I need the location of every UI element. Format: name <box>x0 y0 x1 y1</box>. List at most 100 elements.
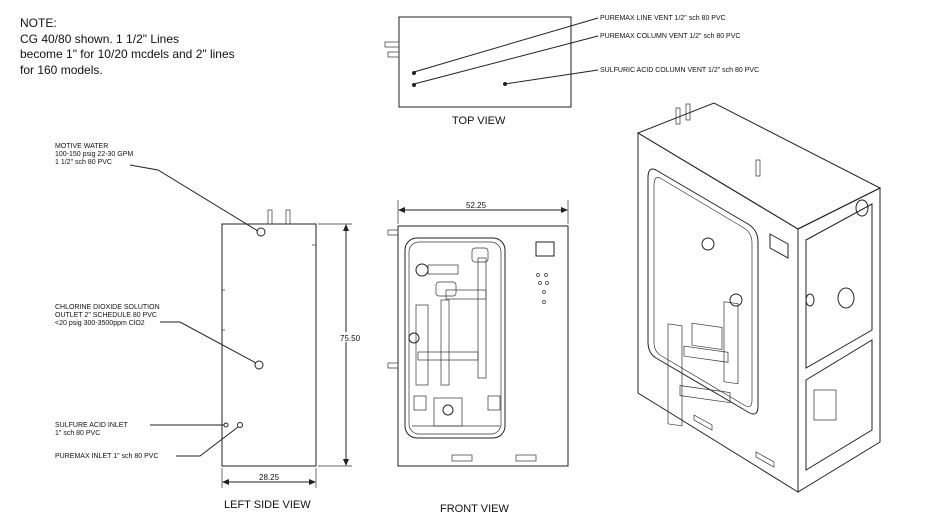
note-line-1: CG 40/80 shown. 1 1/2" Lines <box>20 31 180 46</box>
indicator-light <box>536 273 540 277</box>
front-window-inner <box>408 241 502 435</box>
dim-text-bg <box>338 332 356 342</box>
isometric-view <box>636 102 882 493</box>
front-outline <box>397 225 569 467</box>
dim-arrow <box>398 207 405 213</box>
dim-arrow <box>309 479 316 485</box>
iso-pipe <box>683 345 729 363</box>
indicator-light <box>545 281 549 285</box>
iso-pipe <box>679 385 731 403</box>
iso-right-opening-lower <box>805 339 873 471</box>
sulfure-acid-pipe: 1" sch 80 PVC <box>55 430 100 437</box>
iso-window <box>647 168 759 415</box>
height-dimension: 75.50 <box>340 334 361 343</box>
puremax-line-vent-leader <box>413 17 599 73</box>
left-side-outline <box>221 223 317 467</box>
iso-gauge <box>729 293 743 307</box>
sulfuric-acid-vent-leader <box>504 69 599 85</box>
iso-port <box>855 199 869 217</box>
iso-display <box>769 233 789 259</box>
pump <box>433 397 463 427</box>
motive-water-pipe: 1 1/2" sch 80 PVC <box>55 159 112 166</box>
iso-window-inner <box>653 177 753 407</box>
left-side-view: MOTIVE WATER 100-150 psig 22-30 GPM 1 1/… <box>55 143 361 511</box>
vertical-pipe <box>440 299 450 386</box>
vent-dot <box>412 83 416 87</box>
motive-water-label: MOTIVE WATER <box>55 143 108 150</box>
column-pipe <box>477 257 487 379</box>
indicator-light <box>542 300 546 304</box>
gauge <box>408 332 420 344</box>
puremax-column-vent-leader <box>413 35 599 85</box>
depth-dimension: 28.25 <box>259 473 280 482</box>
top-view-pipe-stub <box>384 41 400 48</box>
motive-water-leader <box>129 164 259 232</box>
front-window <box>404 237 506 439</box>
valve <box>435 281 457 297</box>
base-slot <box>515 454 537 462</box>
top-view-pipe-stub <box>387 51 400 58</box>
dim-arrow <box>343 459 349 466</box>
front-view: 52.25 FRONT VIEW <box>387 200 569 515</box>
iso-top-face <box>636 102 882 230</box>
left-side-view-title: LEFT SIDE VIEW <box>224 499 311 511</box>
note-line-3: for 160 models. <box>20 62 103 77</box>
top-view: PUREMAX LINE VENT 1/2" sch 80 PVC PUREMA… <box>384 15 759 127</box>
indicator-light <box>542 290 546 294</box>
vent-dot <box>412 71 416 75</box>
motive-water-pressure: 100-150 psig 22-30 GPM <box>55 151 133 158</box>
width-dimension: 52.25 <box>466 201 487 210</box>
iso-front-face <box>637 132 799 493</box>
vent-dot <box>503 82 507 86</box>
sulfure-acid-label: SULFURE ACID INLET <box>55 422 128 429</box>
iso-right-opening-upper <box>805 203 873 369</box>
front-view-title: FRONT VIEW <box>440 503 509 515</box>
iso-base-slot <box>755 451 775 468</box>
dim-arrow <box>343 224 349 231</box>
vertical-pipe <box>415 304 429 386</box>
iso-top-stub <box>675 107 681 125</box>
gauge <box>415 263 429 277</box>
iso-column <box>723 301 739 385</box>
control-display <box>535 241 555 257</box>
horizontal-pipe <box>417 351 479 361</box>
side-pipe-stub <box>285 209 291 225</box>
general-note: NOTE: CG 40/80 shown. 1 1/2" Lines becom… <box>20 16 235 78</box>
fitting <box>413 395 427 411</box>
chlorine-dioxide-port <box>254 360 264 370</box>
note-heading: NOTE: <box>20 16 57 30</box>
front-pipe-stub <box>387 229 399 236</box>
chlorine-dioxide-leader <box>160 321 257 364</box>
puremax-inlet-leader <box>176 426 239 457</box>
iso-top-stub <box>755 159 761 177</box>
puremax-inlet-port <box>237 422 243 428</box>
chlorine-dioxide-outlet: OUTLET 2" SCHEDULE 80 PVC <box>55 312 157 319</box>
base-slot <box>451 454 473 462</box>
indicator-light <box>538 281 542 285</box>
note-line-2: become 1" for 10/20 mcdels and 2" lines <box>20 47 235 61</box>
horizontal-pipe <box>427 264 459 275</box>
motive-water-port <box>256 227 266 237</box>
iso-column <box>667 323 683 427</box>
pump-motor <box>442 404 454 416</box>
fitting <box>487 395 501 411</box>
chlorine-dioxide-label: CHLORINE DIOXIDE SOLUTION <box>55 304 160 311</box>
iso-right-component <box>813 389 837 421</box>
callout-puremax-column-vent: PUREMAX COLUMN VENT 1/2" sch 80 PVC <box>600 33 740 40</box>
iso-gauge <box>701 237 715 251</box>
iso-pump <box>691 322 723 350</box>
iso-port <box>837 287 855 309</box>
horizontal-pipe <box>445 289 487 300</box>
top-view-title: TOP VIEW <box>452 115 506 127</box>
dim-arrow <box>222 479 229 485</box>
iso-port <box>805 293 815 307</box>
puremax-inlet-label: PUREMAX INLET 1" sch 80 PVC <box>55 453 159 460</box>
sulfure-acid-port <box>223 422 229 428</box>
callout-sulfuric-acid-vent: SULFURIC ACID COLUMN VENT 1/2" sch 80 PV… <box>600 67 759 74</box>
valve <box>471 247 489 263</box>
iso-right-face <box>797 187 881 493</box>
iso-top-stub <box>685 103 691 121</box>
chlorine-dioxide-pressure: <20 psig 300-3500ppm ClO2 <box>55 320 145 327</box>
side-pipe-stub <box>267 209 273 225</box>
